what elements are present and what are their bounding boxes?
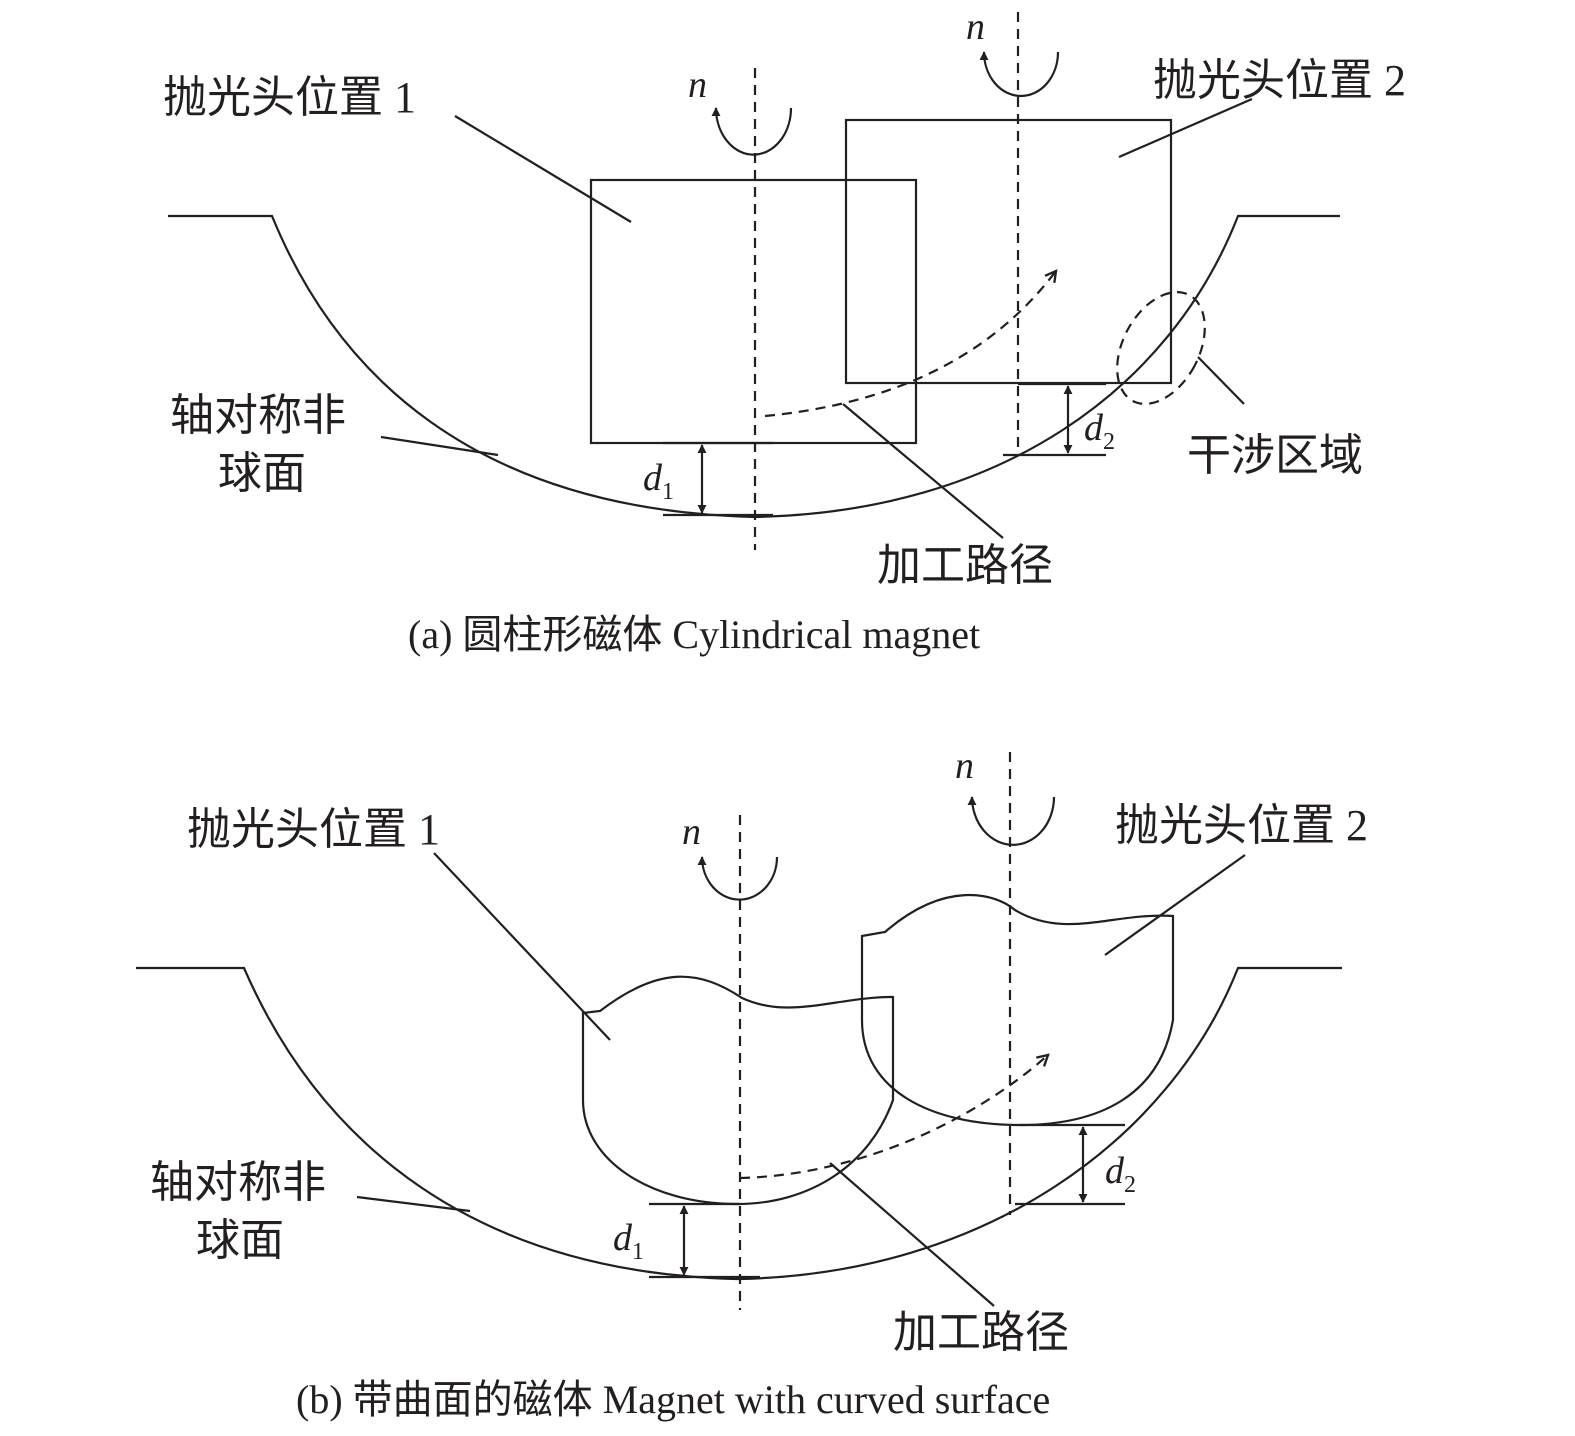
rotation-symbol-2-b: n [955,745,974,787]
rotation-arrow-1-b [697,856,779,901]
label-surface-b-line2: 球面 [196,1216,284,1265]
label-head-position-1-b: 抛光头位置 1 [187,805,440,854]
leader-interference-a [1197,356,1245,405]
polishing-head-2-a [844,118,1173,385]
leader-surface-b [356,1195,471,1213]
rotation-arrow-1-a [711,107,793,156]
label-surface-a-line1: 轴对称非 [170,391,346,440]
polishing-head-2-b [860,893,1175,1127]
rotation-symbol-1-a: n [688,64,707,106]
label-head-position-2-b: 抛光头位置 2 [1115,801,1368,850]
caption-a: (a) 圆柱形磁体 Cylindrical magnet [408,612,980,657]
leader-path-b [829,1162,995,1307]
label-head-position-2-a: 抛光头位置 2 [1153,56,1406,105]
gap-d2-b: d2 [1105,1150,1136,1198]
label-machining-path-a: 加工路径 [877,541,1053,590]
polishing-head-1-a [589,178,918,445]
machining-path-b [739,1055,1048,1180]
polishing-head-1-b [581,975,895,1206]
leader-surface-a [380,435,499,457]
rotation-arrow-2-a [979,51,1060,98]
leader-pos2-b [1104,854,1246,956]
interference-zone-a [1116,291,1206,405]
label-surface-a-line2: 球面 [218,449,306,498]
leader-pos2-a [1118,97,1253,159]
label-interference-zone-a: 干涉区域 [1187,431,1363,480]
aspheric-surface-b [136,966,1342,1281]
rotation-symbol-1-b: n [682,811,701,853]
label-machining-path-b: 加工路径 [893,1308,1069,1357]
gap-d1-a: d1 [643,457,674,505]
label-head-position-1-a: 抛光头位置 1 [163,73,416,122]
leader-pos1-a [454,115,632,223]
panel-b: n n d1 d2 抛光头位置 1 抛光头位置 2 轴对称非 球面 加工路径 (… [136,745,1368,1422]
label-surface-b-line1: 轴对称非 [150,1158,326,1207]
leader-path-a [842,403,1004,539]
rotation-symbol-2-a: n [966,6,985,48]
gap-d1-b: d1 [613,1217,644,1265]
caption-b: (b) 带曲面的磁体 Magnet with curved surface [296,1377,1050,1422]
rotation-arrow-2-b [967,796,1056,846]
gap-d2-a: d2 [1084,407,1115,455]
leader-pos1-b [433,852,611,1041]
panel-a: n n d1 d2 抛光头位置 1 抛光头位置 2 轴对称非 球面 加工路径 [163,6,1406,657]
machining-path-a [764,271,1056,418]
